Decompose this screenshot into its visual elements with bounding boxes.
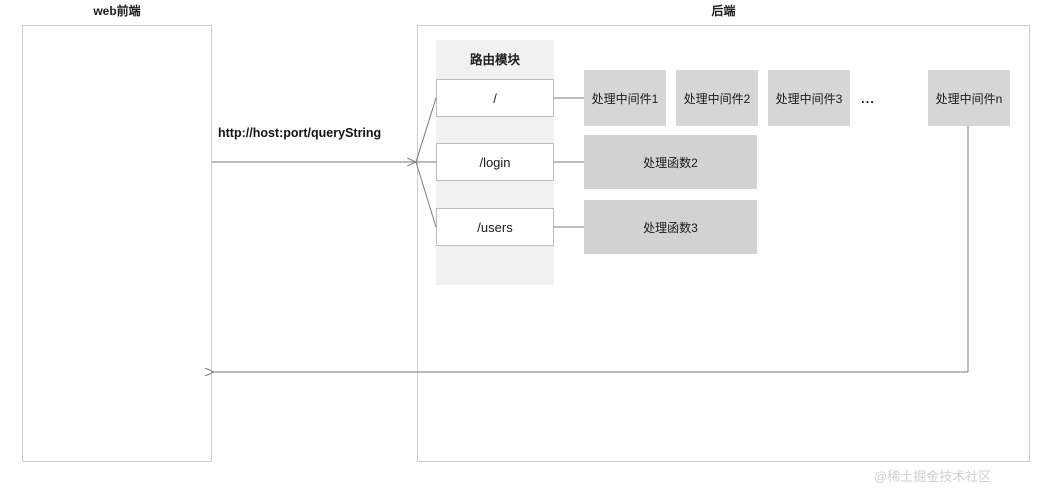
watermark: @稀土掘金技术社区 [874, 469, 992, 484]
middleware-box-3[interactable]: 处理中间件3 [768, 70, 850, 126]
request-url-label: http://host:port/queryString [216, 126, 384, 140]
middleware-box-n[interactable]: 处理中间件n [928, 70, 1010, 126]
handler-function-box-2[interactable]: 处理函数2 [584, 135, 757, 189]
frontend-section-title: web前端 [93, 4, 141, 18]
middleware-box-2[interactable]: 处理中间件2 [676, 70, 758, 126]
router-module-title: 路由模块 [469, 53, 520, 67]
frontend-container [22, 25, 212, 462]
middleware-ellipsis: ... [861, 91, 875, 106]
middleware-box-1[interactable]: 处理中间件1 [584, 70, 666, 126]
route-box-root[interactable]: / [436, 79, 554, 117]
handler-function-box-3[interactable]: 处理函数3 [584, 200, 757, 254]
route-box-users[interactable]: /users [436, 208, 554, 246]
backend-section-title: 后端 [711, 4, 736, 18]
route-box-login[interactable]: /login [436, 143, 554, 181]
